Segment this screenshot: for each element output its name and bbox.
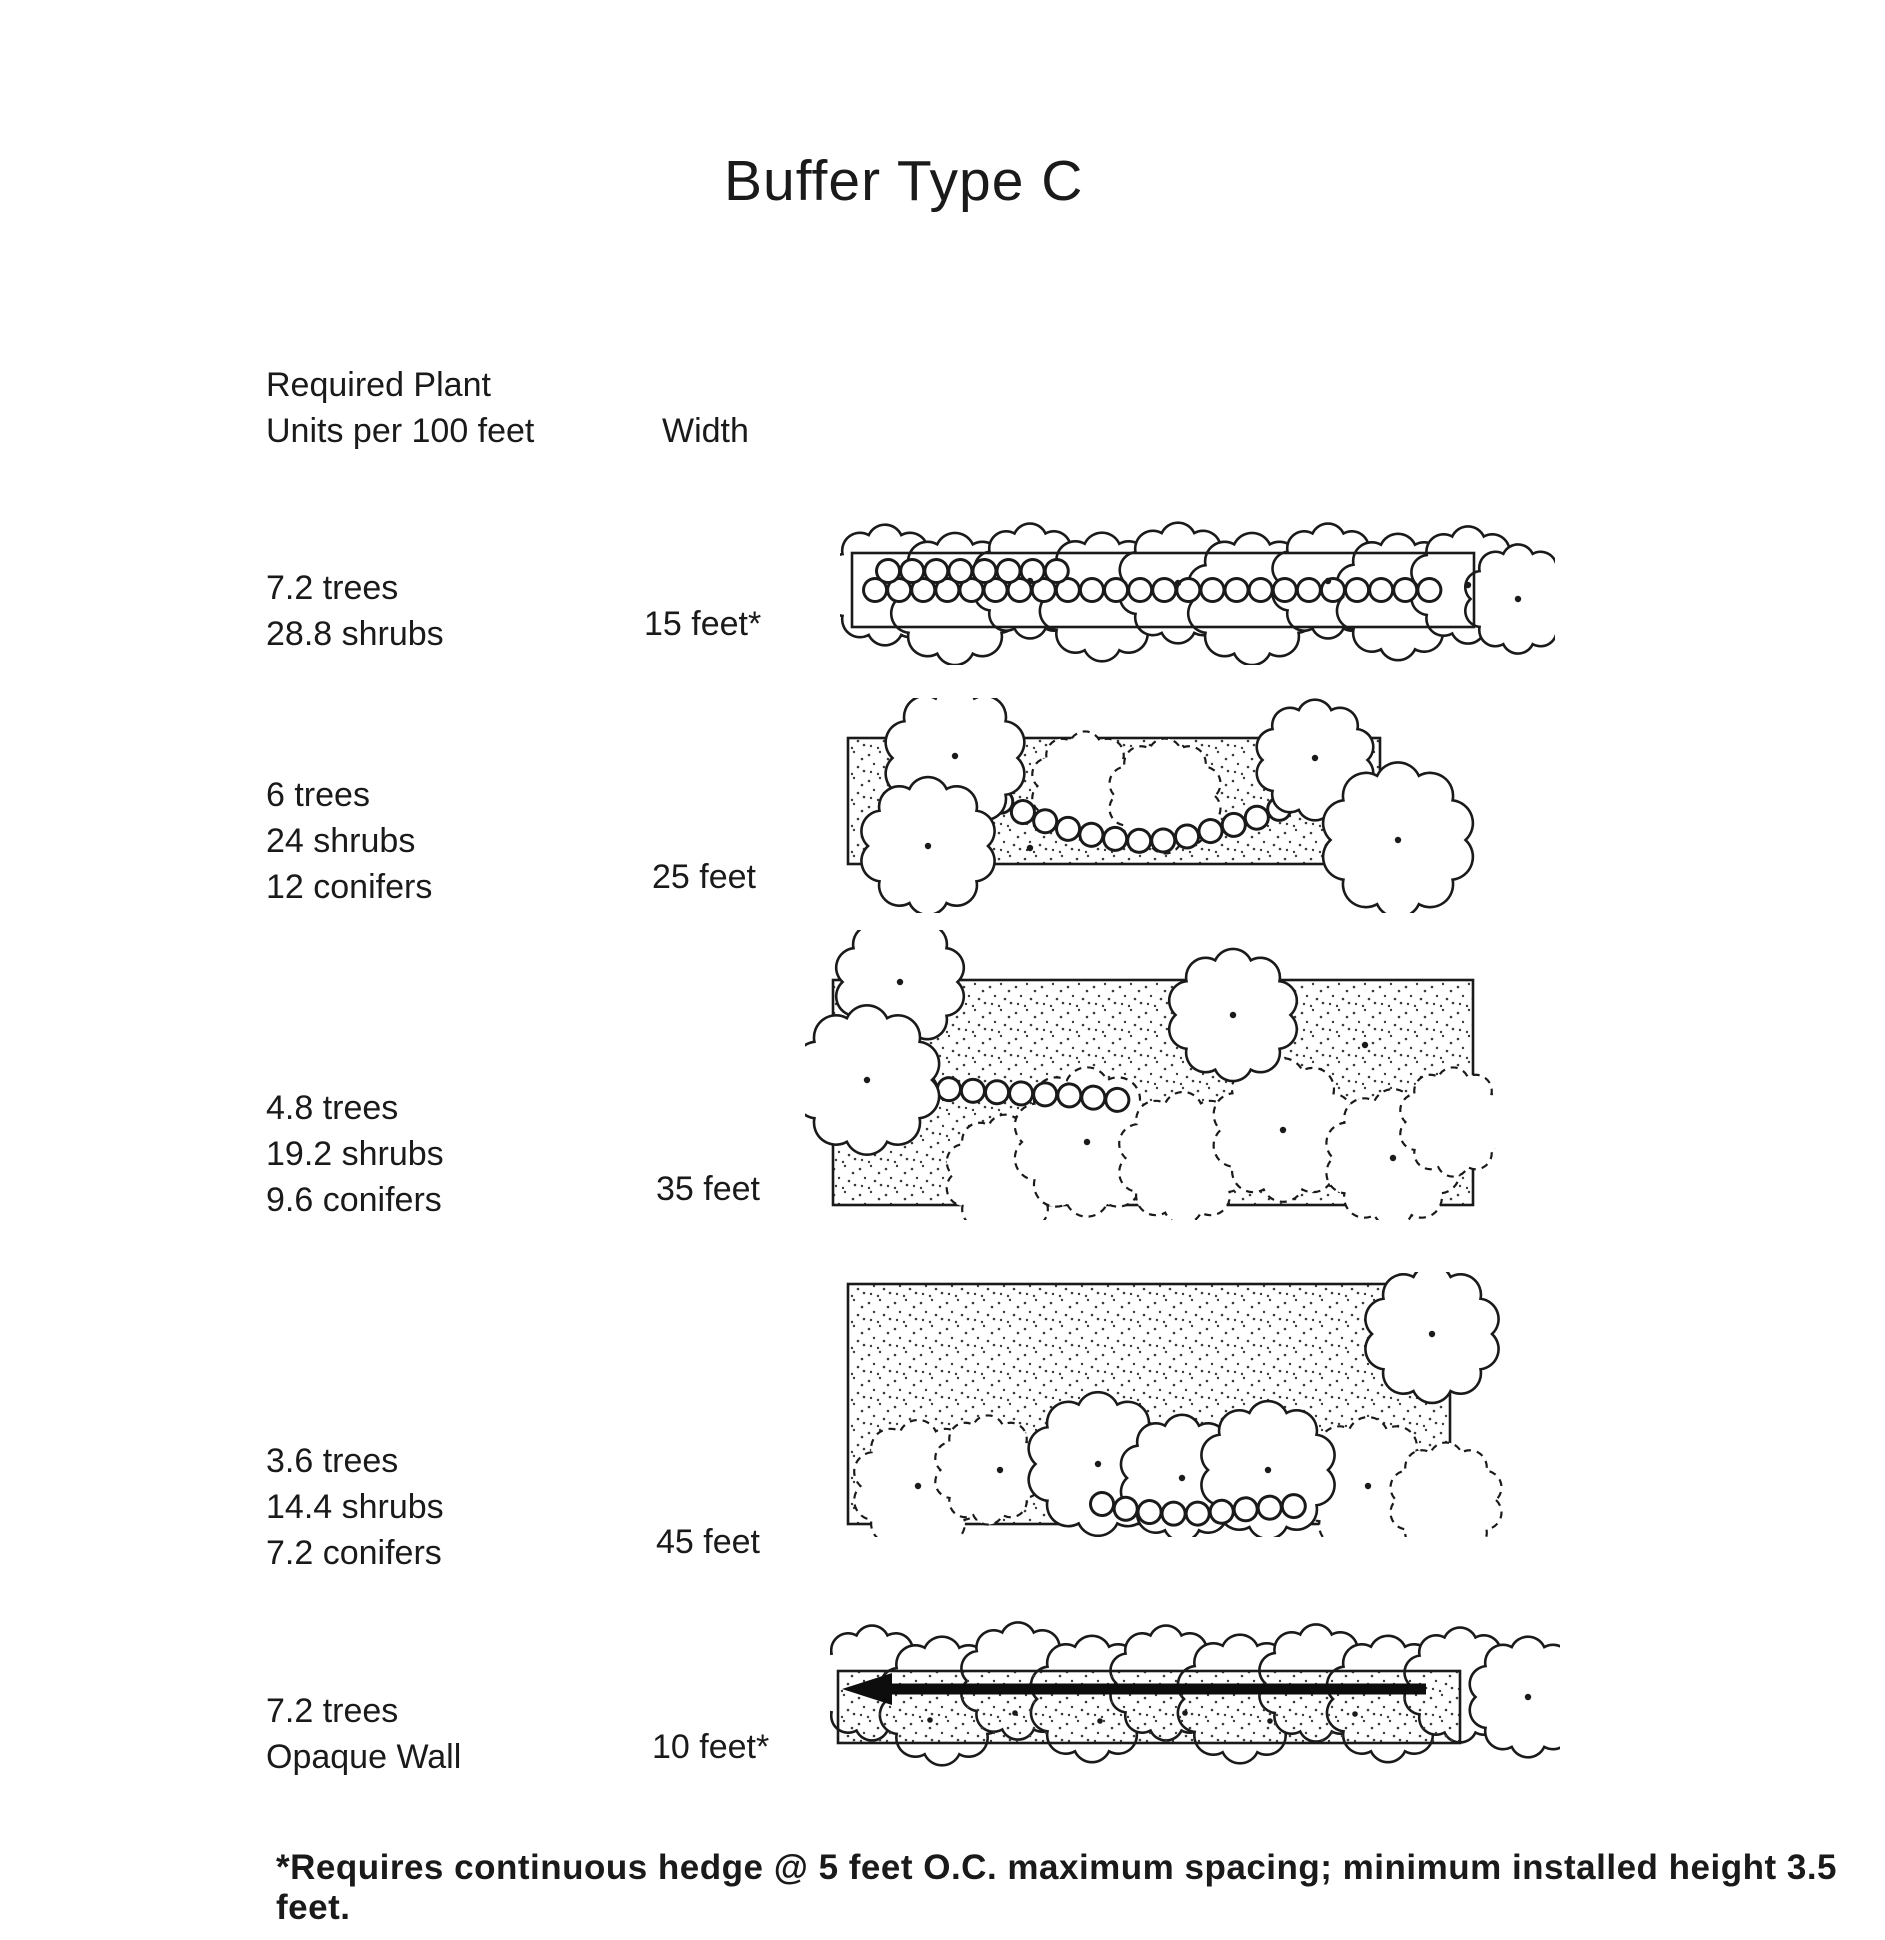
row-1-units-line-2: 28.8 shrubs — [266, 615, 444, 653]
row-1-width: 15 feet* — [644, 605, 762, 643]
row-5-plant-units: 7.2 trees Opaque Wall — [266, 1688, 461, 1780]
footnote: *Requires continuous hedge @ 5 feet O.C.… — [276, 1848, 1838, 1927]
row-1-units-line-1: 7.2 trees — [266, 569, 399, 607]
row-5-width: 10 feet* — [652, 1728, 770, 1766]
plant-units-header-line2: Units per 100 feet — [266, 412, 535, 450]
plant-units-header-line1: Required Plant — [266, 366, 491, 404]
tree-center-dots — [914, 1330, 1436, 1490]
tree-center-dots — [1026, 577, 1522, 603]
row-1-plant-units: 7.2 trees 28.8 shrubs — [266, 565, 444, 657]
tree-center-dots — [927, 1693, 1532, 1724]
row-3-units-line-1: 4.8 trees — [266, 1089, 399, 1127]
row-3-width: 35 feet — [656, 1170, 760, 1208]
row-4-width: 45 feet — [656, 1523, 760, 1561]
column-header-plant-units: Required Plant Units per 100 feet — [266, 362, 534, 454]
page-title: Buffer Type C — [724, 149, 1084, 213]
tree-center-dots — [924, 752, 1402, 852]
diagram-buffer-15ft — [840, 521, 1555, 665]
row-2-units-line-2: 24 shrubs — [266, 822, 416, 860]
wall-arrowhead — [842, 1673, 892, 1705]
row-4-units-line-2: 14.4 shrubs — [266, 1488, 444, 1526]
row-2-plant-units: 6 trees 24 shrubs 12 conifers — [266, 772, 432, 910]
row-4-plant-units: 3.6 trees 14.4 shrubs 7.2 conifers — [266, 1438, 444, 1576]
buffer-strip-outline — [836, 1669, 1462, 1745]
diagram-buffer-25ft — [846, 698, 1475, 913]
tree-center-dots — [863, 978, 1397, 1162]
diagram-buffer-10ft-wall — [830, 1621, 1560, 1767]
row-3-plant-units: 4.8 trees 19.2 shrubs 9.6 conifers — [266, 1085, 444, 1223]
hedge-row — [967, 777, 1315, 854]
buffer-strip-outline — [850, 551, 1476, 629]
row-5-units-line-2: Opaque Wall — [266, 1738, 462, 1776]
diagram-buffer-45ft — [846, 1272, 1503, 1537]
row-3-units-line-2: 19.2 shrubs — [266, 1135, 444, 1173]
hedge-row — [1089, 1491, 1308, 1527]
diagram-buffer-35ft — [805, 930, 1495, 1220]
row-2-units-line-3: 12 conifers — [266, 868, 433, 906]
row-2-width: 25 feet — [652, 858, 756, 896]
column-header-width: Width — [662, 412, 749, 450]
row-4-units-line-3: 7.2 conifers — [266, 1534, 442, 1572]
row-2-units-line-1: 6 trees — [266, 776, 370, 814]
opaque-wall — [842, 1673, 1426, 1705]
row-4-units-line-1: 3.6 trees — [266, 1442, 399, 1480]
row-5-units-line-1: 7.2 trees — [266, 1692, 399, 1730]
row-3-units-line-3: 9.6 conifers — [266, 1181, 442, 1219]
continuous-hedge-row — [862, 558, 1453, 603]
